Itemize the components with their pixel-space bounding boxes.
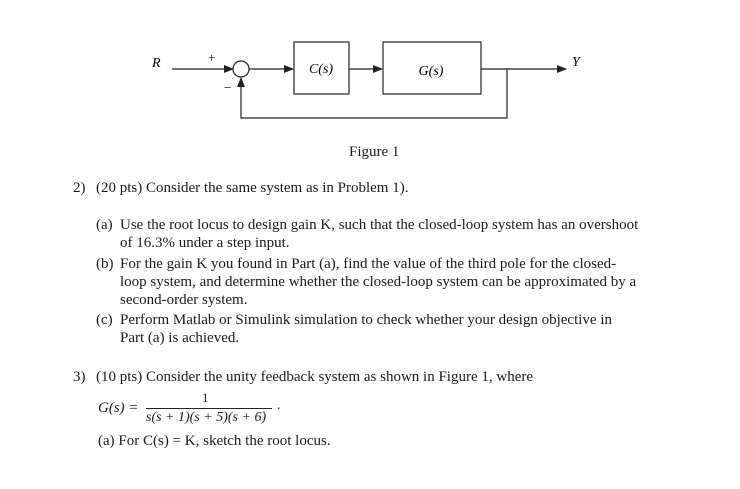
part-text-line: of 16.3% under a step input. <box>120 235 290 251</box>
problem-2-part-b: (b) For the gain K you found in Part (a)… <box>96 255 696 309</box>
part-text-line: Use the root locus to design gain K, suc… <box>120 217 639 233</box>
plant-label: G(s) <box>419 64 444 79</box>
plus-sign: + <box>208 50 215 65</box>
block-diagram: R + − C(s) G(s) Y <box>151 41 582 119</box>
problem-3-intro: (10 pts) Consider the unity feedback sys… <box>96 369 533 385</box>
problem-2-intro: (20 pts) Consider the same system as in … <box>96 180 409 196</box>
part-text-line: loop system, and determine whether the c… <box>120 274 637 290</box>
controller-label: C(s) <box>309 62 333 77</box>
figure-caption: Figure 1 <box>349 144 400 160</box>
problem-3-part-a: (a) For C(s) = K, sketch the root locus. <box>98 433 331 449</box>
output-label: Y <box>572 55 582 70</box>
input-label: R <box>151 56 161 71</box>
part-text-line: For the gain K you found in Part (a), fi… <box>120 256 617 272</box>
summing-junction <box>232 60 250 78</box>
part-label: (b) <box>96 256 114 272</box>
problem-3-number: 3) <box>73 369 86 385</box>
part-label: (a) <box>96 217 113 233</box>
equation-lhs: G(s) = <box>98 400 139 416</box>
problem-3-heading: 3) (10 pts) Consider the unity feedback s… <box>73 368 533 386</box>
part-label: (c) <box>96 312 113 328</box>
problem-2-part-c: (c) Perform Matlab or Simulink simulatio… <box>96 311 696 347</box>
part-text-line: second-order system. <box>120 292 248 308</box>
feedback-path <box>237 69 508 119</box>
problem-2-heading: 2) (20 pts) Consider the same system as i… <box>73 179 408 197</box>
part-text-line: Perform Matlab or Simulink simulation to… <box>120 312 612 328</box>
problem-2-number: 2) <box>73 180 86 196</box>
transfer-function-equation: G(s) = 1 s(s + 1)(s + 5)(s + 6) . <box>98 390 398 430</box>
controller-block <box>293 41 350 95</box>
equation-trailing: . <box>277 398 281 413</box>
fraction-bar <box>146 408 272 409</box>
problem-2-part-a: (a) Use the root locus to design gain K,… <box>96 216 696 252</box>
part-text-line: Part (a) is achieved. <box>120 330 240 346</box>
equation-denominator: s(s + 1)(s + 5)(s + 6) <box>146 410 267 425</box>
equation-numerator: 1 <box>202 390 209 405</box>
plant-block <box>382 41 482 95</box>
minus-sign: − <box>224 80 231 95</box>
